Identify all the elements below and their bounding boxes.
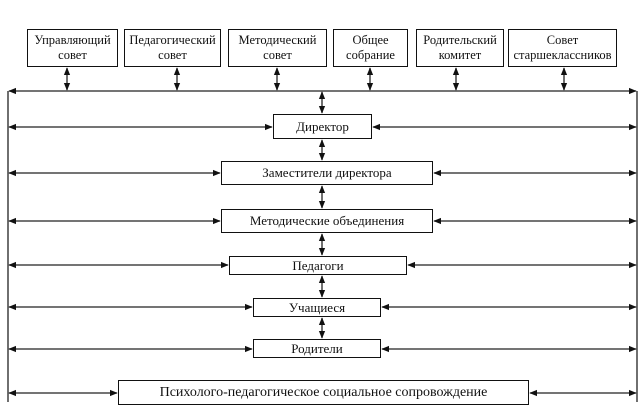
box-label: Методический <box>238 33 317 47</box>
box-label: Общее <box>352 33 389 47</box>
box-senior-students-council: Совет старшеклассников <box>508 29 617 67</box>
box-label: Педагоги <box>292 257 344 273</box>
box-methodical-council: Методический совет <box>228 29 327 67</box>
box-general-meeting: Общее собрание <box>333 29 408 67</box>
box-deputy-directors: Заместители директора <box>221 161 433 185</box>
box-label: совет <box>58 48 87 62</box>
box-parents: Родители <box>253 339 381 358</box>
box-students: Учащиеся <box>253 298 381 317</box>
box-label: Директор <box>296 118 349 134</box>
box-managing-council: Управляющий совет <box>27 29 118 67</box>
box-label: Заместители директора <box>262 165 392 180</box>
box-label: собрание <box>346 48 395 62</box>
box-label: старшеклассников <box>513 48 612 62</box>
box-director: Директор <box>273 114 372 139</box>
box-label: Психолого-педагогическое социальное сопр… <box>159 384 488 400</box>
box-label: Совет <box>546 33 579 47</box>
box-parent-committee: Родительский комитет <box>416 29 504 67</box>
box-label: Родительский <box>423 33 497 47</box>
box-psych-ped-support: Психолого-педагогическое социальное сопр… <box>118 380 529 405</box>
box-label: Учащиеся <box>288 299 346 315</box>
box-methodical-associations: Методические объединения <box>221 209 433 233</box>
box-label: комитет <box>438 48 482 62</box>
box-label: Родители <box>291 340 343 356</box>
box-label: Методические объединения <box>249 213 405 228</box>
box-pedagogical-council: Педагогический совет <box>124 29 221 67</box>
box-teachers: Педагоги <box>229 256 407 275</box>
box-label: совет <box>158 48 187 62</box>
box-label: совет <box>263 48 292 62</box>
box-label: Педагогический <box>129 33 216 47</box>
box-label: Управляющий <box>34 33 111 47</box>
